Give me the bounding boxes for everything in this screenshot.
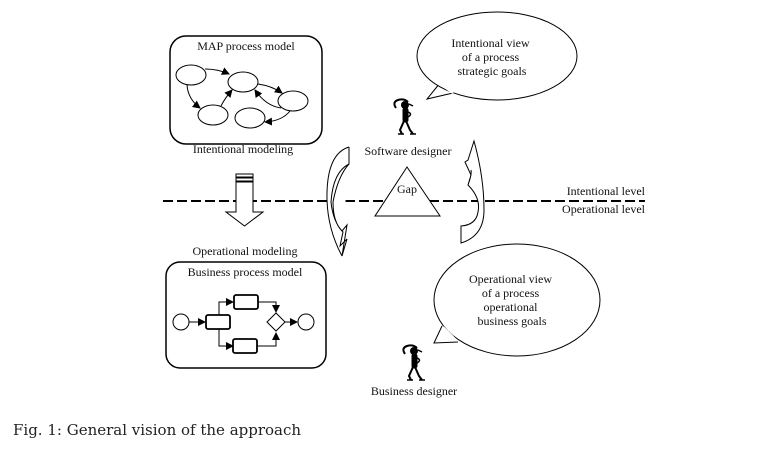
- intentional-view-line: strategic goals: [458, 64, 527, 78]
- map-intention-node: [277, 90, 309, 112]
- business-designer-label: Business designer: [371, 384, 457, 398]
- map-graph: [175, 64, 309, 129]
- map-process-model: MAP process model: [169, 35, 323, 145]
- intentional-level-label: Intentional level: [567, 184, 646, 198]
- figure-caption: Fig. 1: General vision of the approach: [13, 421, 301, 439]
- transformation-down-arrow: [224, 173, 265, 227]
- gap-triangle: Gap: [374, 166, 441, 217]
- intentional-modeling-label: Intentional modeling: [193, 142, 293, 156]
- bpmn-task: [232, 338, 258, 354]
- intentional-view-line: Intentional view: [451, 36, 530, 50]
- map-intention-node: [197, 104, 229, 126]
- curved-arrow-down-icon: [326, 146, 350, 257]
- map-strategy-arrow: [204, 67, 230, 75]
- business-process-model: Business process model: [165, 261, 327, 369]
- intentional-view-line: of a process: [462, 50, 520, 64]
- gap-label: Gap: [397, 182, 417, 196]
- map-strategy-edges: [186, 67, 291, 126]
- svg-text:Intentional view of a pr: Intentional view of a process strategic …: [451, 36, 532, 78]
- business-designer-figure-icon: [402, 344, 425, 381]
- bpmn-task: [205, 314, 231, 330]
- bpmn-task: [233, 294, 259, 310]
- bpm-model-title: Business process model: [188, 265, 303, 279]
- map-strategy-arrow: [254, 89, 282, 109]
- map-intention-node: [175, 64, 207, 86]
- map-intention-node: [227, 71, 259, 93]
- bpmn-gateway: [266, 312, 286, 332]
- map-model-title: MAP process model: [197, 39, 295, 53]
- software-designer-label: Software designer: [365, 144, 452, 158]
- bpmn-start-event: [172, 313, 190, 331]
- svg-text:Operational view of a pr: Operational view of a process operationa…: [469, 272, 555, 328]
- operational-view-line: business goals: [478, 314, 547, 328]
- bpmn-end-event: [297, 313, 315, 331]
- operational-view-line: Operational view: [469, 272, 552, 286]
- map-intention-node: [234, 107, 266, 129]
- map-strategy-arrow: [220, 89, 233, 107]
- map-strategy-arrow: [264, 110, 291, 126]
- operational-level-label: Operational level: [562, 202, 646, 216]
- operational-view-line: of a process: [482, 286, 540, 300]
- map-strategy-arrow: [257, 83, 283, 94]
- curved-arrow-up-icon: [460, 139, 485, 244]
- intentional-view-bubble: Intentional view of a process strategic …: [416, 11, 578, 101]
- operational-modeling-label: Operational modeling: [193, 244, 298, 258]
- bpmn-flow: [172, 294, 315, 354]
- software-designer-figure-icon: [393, 98, 416, 135]
- operational-view-bubble: Operational view of a process operationa…: [433, 243, 601, 357]
- operational-view-line: operational: [484, 300, 539, 314]
- map-strategy-arrow: [186, 84, 201, 109]
